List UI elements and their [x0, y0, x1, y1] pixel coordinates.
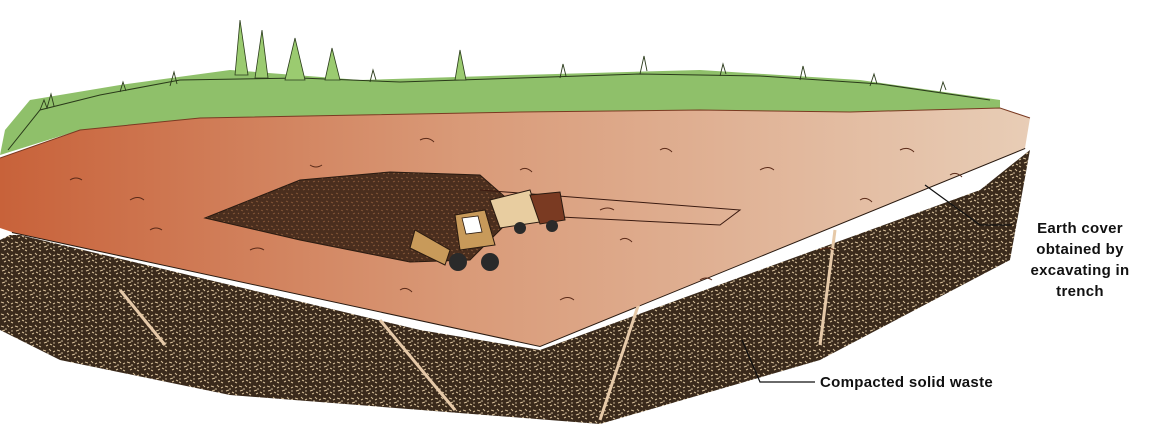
- earth-cover-label-line4: trench: [1010, 281, 1150, 302]
- earth-cover-label-line2: obtained by: [1010, 239, 1150, 260]
- earth-cover-label-line3: excavating in: [1010, 260, 1150, 281]
- earth-cover-label: Earth cover obtained by excavating in tr…: [1010, 218, 1150, 302]
- compacted-waste-label: Compacted solid waste: [820, 372, 993, 393]
- earth-cover-label-line1: Earth cover: [1010, 218, 1150, 239]
